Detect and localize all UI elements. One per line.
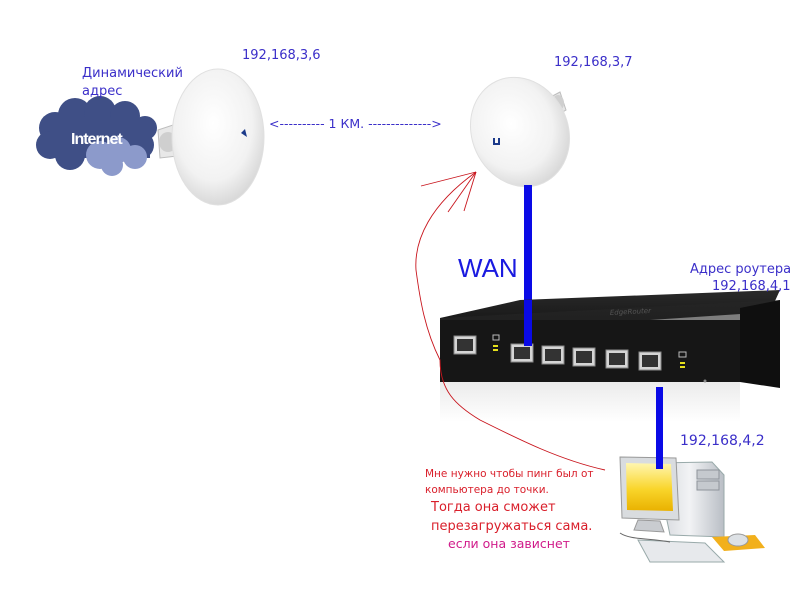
note-line-4: перезагружаться сама. <box>431 519 593 534</box>
internet-label: Internet <box>71 131 123 148</box>
lan-cable <box>656 387 663 465</box>
left-access-point <box>157 68 265 206</box>
wan-label: WAN <box>458 253 518 283</box>
distance-label: <---------- 1 КМ. --------------> <box>269 116 442 131</box>
note-line-2: компьютера до точки. <box>425 484 549 496</box>
pc-ip: 192,168,4,2 <box>680 433 765 449</box>
router-address-title: Адрес роутера <box>690 262 792 277</box>
note-line-1: Мне нужно чтобы пинг был от <box>425 468 594 480</box>
right-access-point <box>469 76 571 188</box>
note-line-3: Тогда она сможет <box>431 500 556 515</box>
edgerouter: EdgeRouter <box>440 290 780 422</box>
wan-cable <box>524 185 532 337</box>
left-ap-ip: 192,168,3,6 <box>242 48 321 63</box>
router-address-ip: 192,168,4,1 <box>712 279 791 294</box>
ubiquiti-logo-icon <box>241 129 247 137</box>
ubiquiti-logo-icon <box>493 138 500 145</box>
dynamic-address-label: Динамический адрес <box>82 66 183 99</box>
annotation-arrow <box>415 171 606 471</box>
right-ap-ip: 192,168,3,7 <box>554 55 633 70</box>
internet-cloud-icon <box>36 96 157 176</box>
note-line-5: если она зависнет <box>448 536 570 551</box>
computer-icon <box>619 456 765 563</box>
svg-text:EdgeRouter: EdgeRouter <box>610 307 653 317</box>
